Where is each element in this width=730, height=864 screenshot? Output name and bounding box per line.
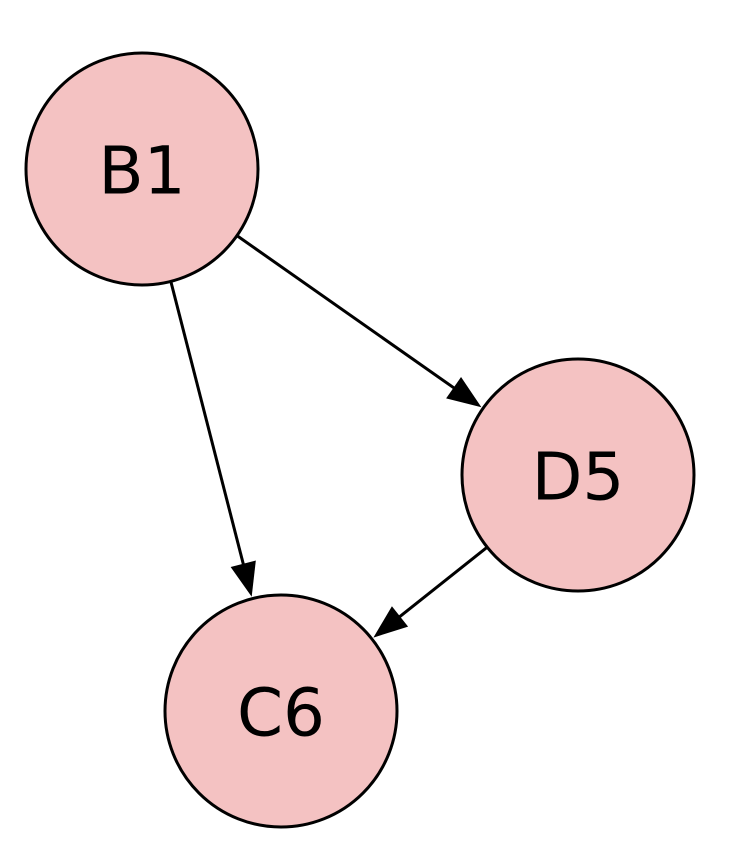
edge-d5-to-c6 [373, 545, 489, 638]
node-circle [163, 593, 399, 829]
node-label: D5 [532, 439, 625, 516]
node-d5: D5 [460, 357, 696, 593]
node-label: B1 [98, 133, 185, 210]
arrow-head-icon [230, 560, 256, 597]
edge-line [397, 545, 489, 619]
edge-b1-to-d5 [236, 234, 482, 408]
edges [169, 234, 489, 638]
edge-b1-to-c6 [169, 280, 256, 597]
node-c6: C6 [163, 593, 399, 829]
arrow-head-icon [373, 606, 409, 638]
node-circle [460, 357, 696, 593]
edge-line [169, 280, 246, 567]
edge-line [236, 234, 457, 391]
node-b1: B1 [24, 51, 260, 287]
node-label: C6 [237, 675, 325, 752]
arrow-head-icon [446, 377, 482, 408]
node-circle [24, 51, 260, 287]
